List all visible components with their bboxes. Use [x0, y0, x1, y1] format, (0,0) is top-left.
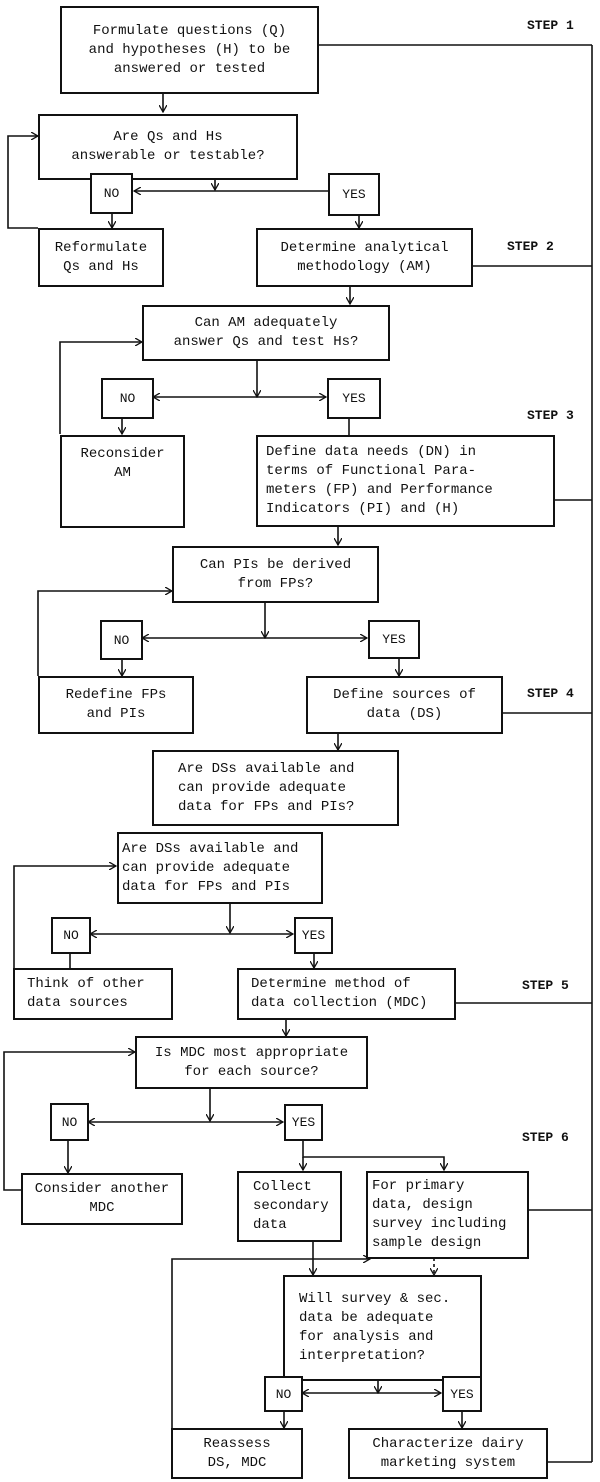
label-yes-3: YES: [368, 620, 420, 659]
node-is-mdc-decision: Is MDC most appropriate for each source?: [135, 1036, 368, 1089]
node-consider-another-mdc: Consider another MDC: [21, 1173, 183, 1225]
label-no-6: NO: [264, 1376, 303, 1412]
node-collect-secondary: Collect secondary data: [237, 1171, 342, 1242]
step-label-5: STEP 5: [522, 978, 569, 993]
node-are-ds-available-1: Are DSs available and can provide adequa…: [152, 750, 399, 826]
label-no-1: NO: [90, 173, 133, 214]
node-formulate-questions: Formulate questions (Q) and hypotheses (…: [60, 6, 319, 94]
line-yes-branch: [302, 1140, 444, 1170]
label-no-5: NO: [50, 1103, 89, 1141]
step-label-2: STEP 2: [507, 239, 554, 254]
loop-think-other: [13, 866, 116, 968]
node-reassess: Reassess DS, MDC: [171, 1428, 303, 1479]
loop-redefine: [37, 591, 172, 676]
step-label-6: STEP 6: [522, 1130, 569, 1145]
loop-reformulate: [7, 136, 38, 229]
node-can-pis-decision: Can PIs be derived from FPs?: [172, 546, 379, 603]
node-redefine-fps: Redefine FPs and PIs: [38, 676, 194, 734]
label-yes-6: YES: [442, 1376, 482, 1412]
node-can-am-decision: Can AM adequately answer Qs and test Hs?: [142, 305, 390, 361]
node-are-ds-available-2: Are DSs available and can provide adequa…: [117, 832, 323, 904]
node-determine-am: Determine analytical methodology (AM): [256, 228, 473, 287]
node-will-survey-decision: Will survey & sec. data be adequate for …: [283, 1275, 482, 1381]
node-reformulate: Reformulate Qs and Hs: [38, 228, 164, 287]
node-think-other-sources: Think of other data sources: [13, 968, 173, 1020]
loop-reconsider: [59, 342, 142, 434]
label-no-3: NO: [100, 620, 143, 660]
node-reconsider-am: Reconsider AM: [60, 435, 185, 528]
node-answerable-decision: Are Qs and Hs answerable or testable?: [38, 114, 298, 180]
step-label-3: STEP 3: [527, 408, 574, 423]
label-yes-4: YES: [294, 917, 333, 954]
loop-consider-mdc: [3, 1052, 135, 1191]
node-primary-data-survey: For primary data, design survey includin…: [366, 1171, 529, 1259]
step-label-4: STEP 4: [527, 686, 574, 701]
label-yes-2: YES: [327, 378, 381, 419]
node-define-data-needs: Define data needs (DN) in terms of Funct…: [256, 435, 555, 527]
label-no-4: NO: [51, 917, 91, 954]
step-label-1: STEP 1: [527, 18, 574, 33]
node-determine-mdc: Determine method of data collection (MDC…: [237, 968, 456, 1020]
label-no-2: NO: [101, 378, 154, 419]
node-characterize-dairy: Characterize dairy marketing system: [348, 1428, 548, 1479]
loop-reassess: [171, 1259, 370, 1428]
node-define-sources: Define sources of data (DS): [306, 676, 503, 734]
label-yes-1: YES: [328, 173, 380, 216]
label-yes-5: YES: [284, 1104, 323, 1141]
